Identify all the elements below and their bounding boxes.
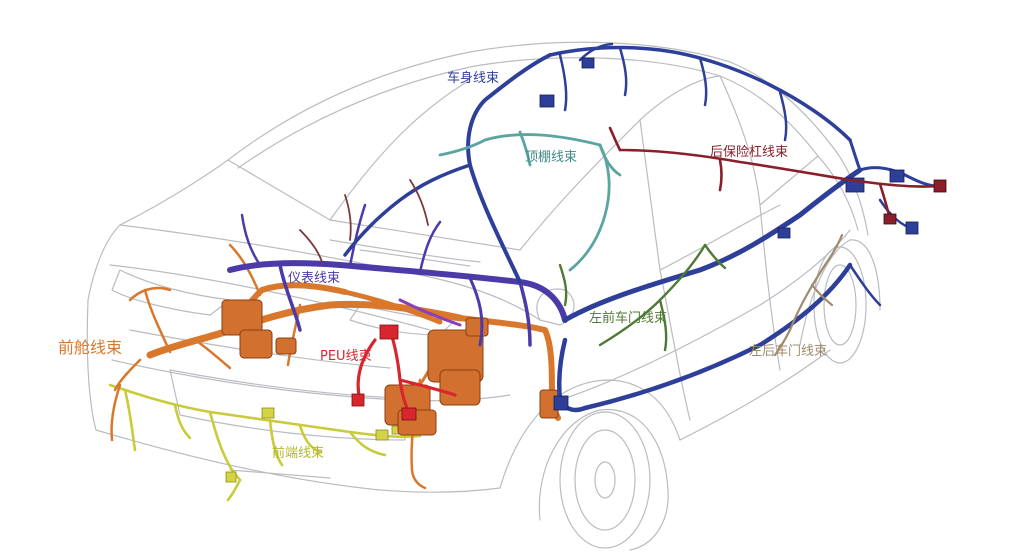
label-left-front-door-harness: 左前车门线束	[589, 311, 668, 326]
peu-harness-connectors	[351, 324, 417, 421]
cabin-branch-wires	[299, 179, 429, 263]
label-front-cabin-harness: 前舱线束	[58, 338, 123, 357]
label-body-harness: 车身线束	[447, 71, 500, 86]
body-harness-wires	[343, 42, 937, 413]
rear-bumper-harness-connectors	[883, 179, 947, 225]
label-roof-harness: 顶棚线束	[525, 150, 578, 165]
label-instrument-harness: 仪表线束	[288, 271, 341, 286]
label-peu-harness: PEU线束	[320, 349, 372, 364]
instrument-harness-wires	[227, 203, 568, 347]
front-end-harness-wires	[108, 383, 422, 502]
label-left-rear-door-harness: 左后车门线束	[749, 344, 828, 359]
car-outline	[86, 41, 881, 551]
label-rear-bumper-harness: 后保险杠线束	[710, 145, 789, 160]
label-front-end-harness: 前端线束	[272, 446, 325, 461]
roof-harness-wires	[438, 130, 622, 272]
left-rear-door-harness-wires	[773, 233, 844, 357]
left-front-door-harness-wires	[558, 243, 727, 352]
